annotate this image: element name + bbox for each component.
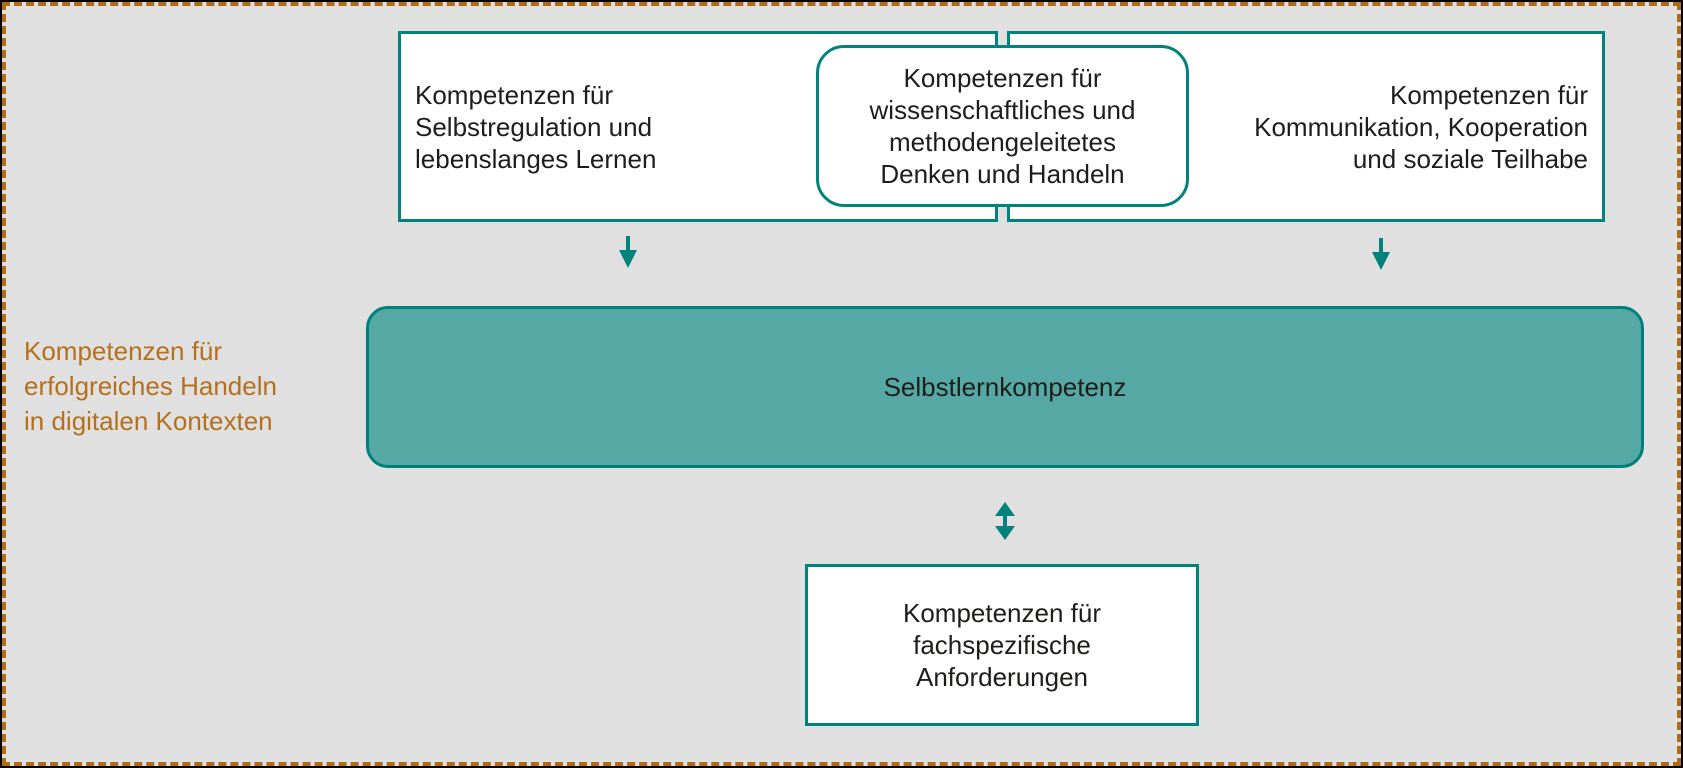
box-self-regulation-line: lebenslanges Lernen [415,143,657,174]
box-subject-specific: Kompetenzen für fachspezifische Anforder… [805,564,1199,726]
side-caption-line: Kompetenzen für [24,336,223,366]
double-vertical-arrow-icon [995,502,1015,540]
box-self-regulation-line: Kompetenzen für [415,79,614,110]
box-scientific-thinking-line: wissenschaftliches und [869,95,1136,125]
box-subject-specific-line: fachspezifische [913,630,1091,660]
down-arrow-right-icon [1372,238,1390,270]
box-communication-line: und soziale Teilhabe [1352,143,1588,174]
core-competence-label: Selbstlernkompetenz [883,372,1127,402]
box-scientific-thinking-line: methodengeleitetes [889,127,1116,157]
box-scientific-thinking-line: Denken und Handeln [880,159,1125,189]
core-competence-box: Selbstlernkompetenz [366,306,1644,468]
box-subject-specific-line: Anforderungen [915,662,1089,692]
box-scientific-thinking: Kompetenzen für wissenschaftliches und m… [816,45,1189,207]
box-self-regulation-line: Selbstregulation und [415,111,653,142]
box-subject-specific-line: Kompetenzen für [902,598,1101,628]
box-scientific-thinking-line: Kompetenzen für [903,63,1102,93]
side-caption-line: erfolgreiches Handeln [24,371,277,401]
side-caption-line: in digitalen Kontexten [24,406,273,436]
box-communication-line: Kompetenzen für [1389,79,1588,110]
down-arrow-left-icon [619,236,637,268]
side-caption: Kompetenzen für erfolgreiches Handeln in… [24,334,277,439]
box-communication-line: Kommunikation, Kooperation [1254,111,1588,142]
